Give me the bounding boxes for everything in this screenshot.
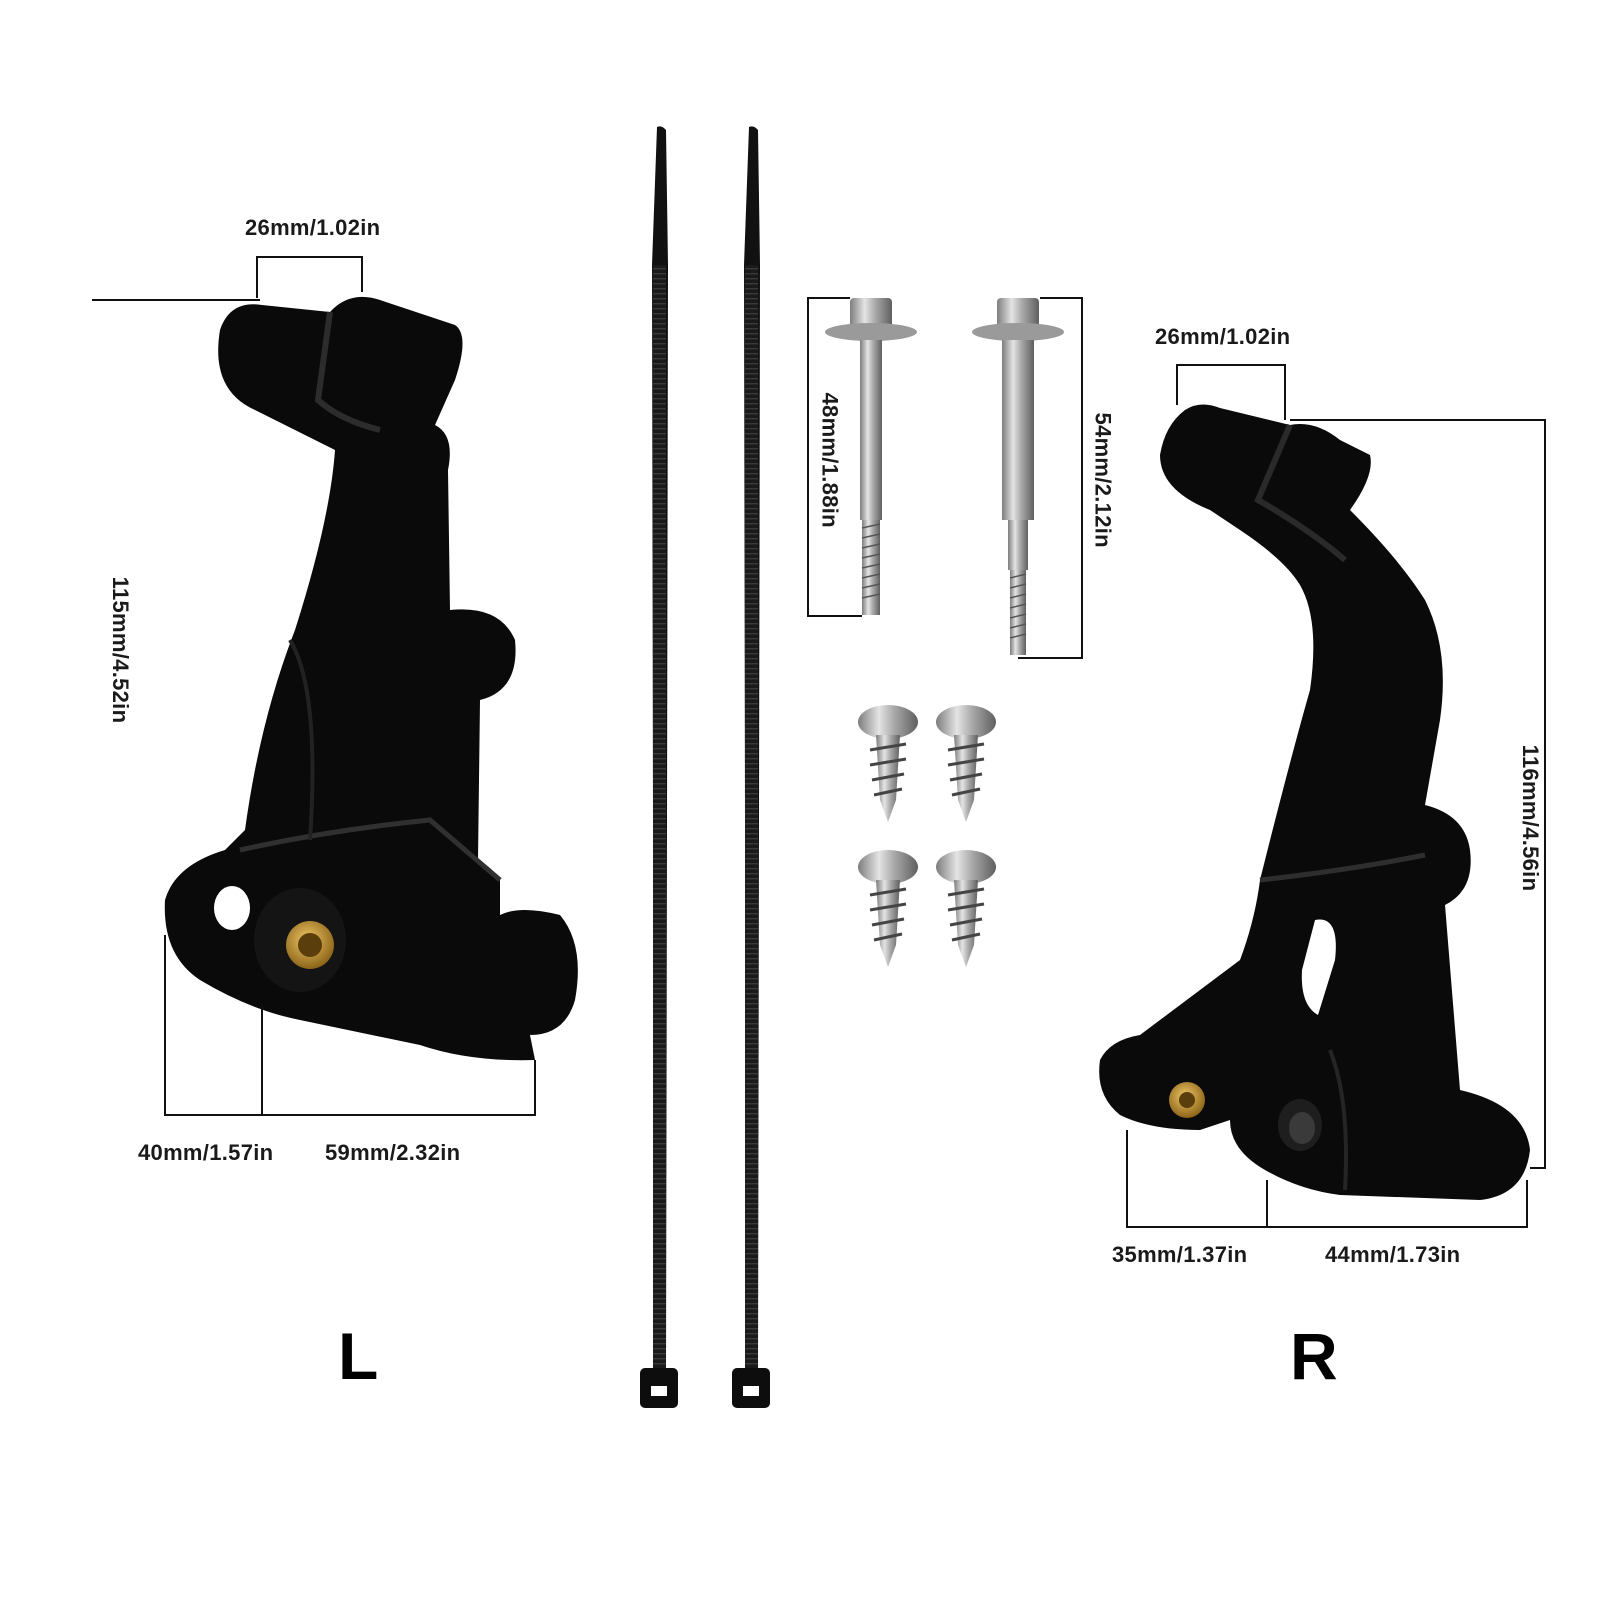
right-base-right-label: 44mm/1.73in [1325,1242,1461,1267]
short-bolt [825,298,917,615]
cable-tie-1 [640,126,678,1408]
left-top-width-label: 26mm/1.02in [245,215,381,240]
right-side-label: R [1290,1319,1338,1393]
long-bolt [972,298,1064,655]
right-bracket [1099,404,1530,1200]
bolt-dimension-lines [807,297,1083,659]
cable-tie-2 [732,126,770,1408]
long-bolt-length-label: 54mm/2.12in [1090,412,1116,548]
left-base-right-label: 59mm/2.32in [325,1140,461,1165]
short-bolt-length-label: 48mm/1.88in [817,392,843,528]
left-height-label: 115mm/4.52in [108,576,133,724]
screw-4 [936,850,996,967]
right-base-left-label: 35mm/1.37in [1112,1242,1248,1267]
right-dimension-lines [1126,364,1546,1228]
screw-3 [858,850,918,967]
screw-1 [858,705,918,822]
right-height-label: 116mm/4.56in [1518,744,1543,892]
screw-2 [936,705,996,822]
left-bracket [164,296,578,1061]
left-dimension-lines [92,256,536,1116]
left-side-label: L [338,1319,379,1393]
left-base-left-label: 40mm/1.57in [138,1140,274,1165]
right-top-width-label: 26mm/1.02in [1155,324,1291,349]
